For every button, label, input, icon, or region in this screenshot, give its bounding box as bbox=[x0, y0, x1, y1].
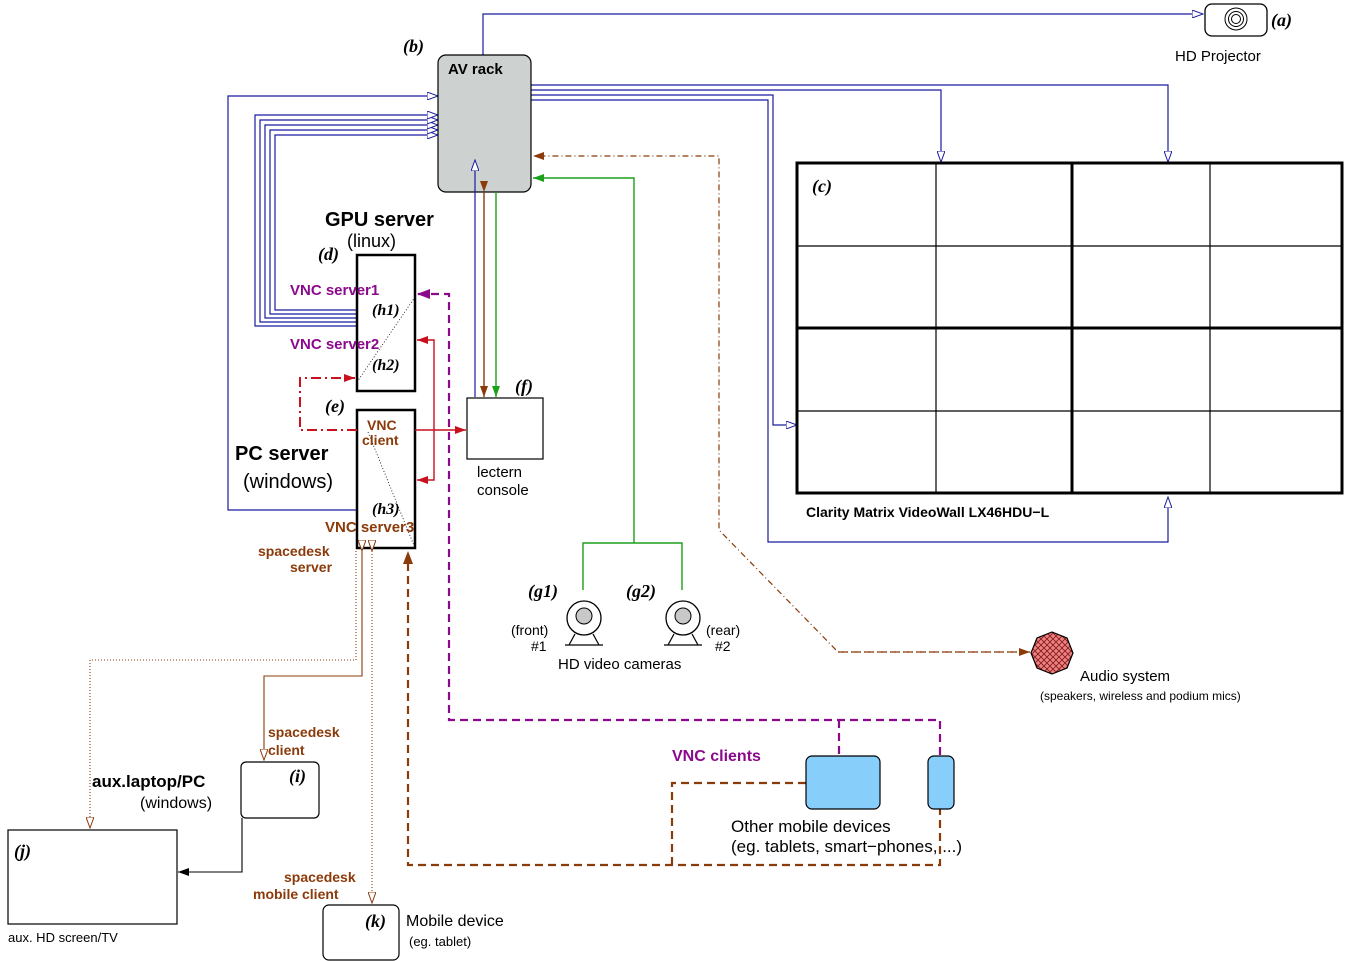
other-mobile-label-2: (eg. tablets, smart−phones, ...) bbox=[731, 837, 962, 856]
vnc-client-label-1: VNC bbox=[367, 417, 397, 433]
blue-connections bbox=[227, 14, 1203, 543]
mobile-device-box bbox=[322, 904, 400, 961]
mobile-device-label: Mobile device bbox=[406, 913, 504, 930]
audio-system-icon bbox=[1030, 631, 1074, 675]
cam-rear-label-1: (rear) bbox=[706, 622, 740, 638]
spacedesk-links bbox=[90, 551, 372, 903]
cameras-label: HD video cameras bbox=[558, 656, 681, 673]
aux-screen-box bbox=[7, 829, 178, 925]
spacedesk-client-label-1: spacedesk bbox=[268, 724, 340, 740]
audio-sub-label: (speakers, wireless and podium mics) bbox=[1040, 689, 1241, 703]
tag-b: (b) bbox=[403, 36, 424, 57]
cam-rear-label-2: #2 bbox=[715, 638, 731, 654]
tag-c: (c) bbox=[812, 176, 832, 197]
spacedesk-server-label-1: spacedesk bbox=[258, 543, 330, 559]
lectern-console-box bbox=[466, 397, 544, 460]
spacedesk-mobile-label-1: spacedesk bbox=[284, 869, 356, 885]
tag-h1: (h1) bbox=[372, 302, 400, 319]
gpu-server-label: GPU server bbox=[325, 209, 434, 231]
projector-label: HD Projector bbox=[1175, 48, 1261, 65]
brown-vnc-links bbox=[406, 563, 942, 867]
vnc-server2-label: VNC server2 bbox=[290, 336, 379, 353]
tag-f: (f) bbox=[515, 376, 533, 397]
lectern-label-1: lectern bbox=[477, 464, 522, 481]
cam-front-label-1: (front) bbox=[511, 622, 548, 638]
labels: HD Projector AV rack Clarity Matrix Vide… bbox=[8, 48, 1261, 949]
lectern-label-2: console bbox=[477, 482, 529, 499]
tag-g1: (g1) bbox=[528, 581, 558, 602]
vnc-client-label-2: client bbox=[362, 432, 399, 448]
pc-server-box bbox=[355, 408, 417, 550]
tag-a: (a) bbox=[1271, 10, 1292, 31]
red-vnc-links bbox=[299, 336, 466, 484]
spacedesk-server-label-2: server bbox=[290, 559, 333, 575]
tablet-device bbox=[805, 755, 881, 810]
aux-laptop-label: aux.laptop/PC bbox=[92, 772, 205, 791]
pc-server-label: PC server bbox=[235, 443, 329, 465]
aux-laptop-box bbox=[240, 761, 320, 819]
videowall bbox=[795, 161, 1344, 495]
tag-k: (k) bbox=[365, 911, 386, 932]
pc-os-label: (windows) bbox=[243, 471, 333, 493]
gpu-server-box bbox=[355, 253, 417, 393]
projector-icon bbox=[1204, 3, 1268, 37]
tag-e: (e) bbox=[325, 396, 345, 417]
spacedesk-mobile-label-2: mobile client bbox=[253, 886, 339, 902]
gpu-os-label: (linux) bbox=[347, 231, 396, 251]
phone-device bbox=[927, 755, 955, 810]
purple-vnc-links bbox=[418, 292, 942, 756]
colored-labels: VNC server1 VNC server2 VNC client VNC s… bbox=[253, 282, 761, 902]
camera-rear-icon bbox=[664, 600, 702, 646]
aux-laptop-os-label: (windows) bbox=[140, 795, 212, 812]
videowall-label: Clarity Matrix VideoWall LX46HDU−L bbox=[806, 504, 1050, 520]
audio-label: Audio system bbox=[1080, 668, 1170, 685]
rack-lectern-links bbox=[475, 152, 1030, 656]
aux-screen-label: aux. HD screen/TV bbox=[8, 930, 118, 945]
tag-h3: (h3) bbox=[372, 501, 400, 518]
tag-d: (d) bbox=[318, 244, 339, 265]
other-mobile-label-1: Other mobile devices bbox=[731, 817, 891, 836]
mobile-device-sub-label: (eg. tablet) bbox=[409, 934, 471, 949]
tag-j: (j) bbox=[14, 841, 31, 862]
av-rack-label: AV rack bbox=[448, 61, 503, 78]
tag-g2: (g2) bbox=[626, 581, 656, 602]
vnc-clients-label: VNC clients bbox=[672, 748, 761, 765]
tag-h2: (h2) bbox=[372, 357, 400, 374]
tag-i: (i) bbox=[289, 766, 306, 787]
camera-front-icon bbox=[565, 600, 603, 646]
tags: (a) (b) (c) (d) (e) (f) (g1) (g2) (h1) (… bbox=[14, 10, 1292, 932]
spacedesk-client-label-2: client bbox=[268, 742, 305, 758]
cam-front-label-2: #1 bbox=[531, 638, 547, 654]
vnc-server1-label: VNC server1 bbox=[290, 282, 379, 299]
vnc-server3-label: VNC server3 bbox=[325, 519, 414, 536]
